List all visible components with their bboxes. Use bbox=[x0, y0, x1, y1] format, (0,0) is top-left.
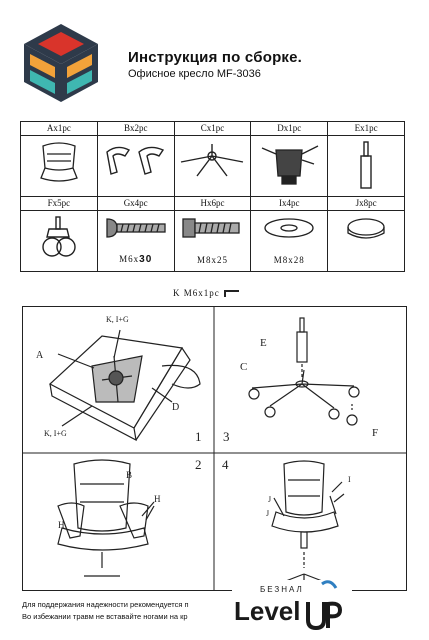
parts-picture-row: M6x30 M8x25 M8x28 bbox=[20, 210, 405, 272]
tool-note: K M6x1pc bbox=[173, 288, 241, 299]
part-cell bbox=[173, 135, 252, 197]
part-cell bbox=[327, 210, 405, 272]
step-number: 3 bbox=[223, 429, 230, 444]
label-ki: K, I+G bbox=[106, 315, 129, 324]
part-cell bbox=[20, 135, 98, 197]
label-e: E bbox=[260, 337, 267, 349]
part-label: Cx1pc bbox=[173, 121, 252, 136]
part-label: Ax1pc bbox=[20, 121, 98, 136]
parts-table: Ax1pc Bx2pc Cx1pc Dx1pc Ex1pc bbox=[20, 121, 405, 272]
part-cell bbox=[327, 135, 405, 197]
mechanism-icon bbox=[262, 145, 319, 185]
part-label: Bx2pc bbox=[96, 121, 175, 136]
seat-back-icon bbox=[40, 142, 78, 182]
label-f: F bbox=[372, 427, 378, 439]
company-logo-icon bbox=[24, 24, 98, 102]
part-cell bbox=[20, 210, 98, 272]
label-c: C bbox=[240, 361, 247, 373]
caster-icon bbox=[42, 216, 76, 257]
part-label: Ix4pc bbox=[250, 196, 329, 211]
step3-illustration bbox=[248, 317, 360, 426]
footer-note: Во избежании травм не вставайте ногами н… bbox=[22, 612, 188, 621]
page-title: Инструкция по сборке. bbox=[128, 49, 303, 66]
part-cell: M8x25 bbox=[173, 210, 252, 272]
step-number: 1 bbox=[195, 429, 202, 444]
svg-text:Level: Level bbox=[234, 596, 301, 626]
parts-header-row: Fx5pc Gx4pc Hx6pc Ix4pc Jx8pc bbox=[20, 196, 405, 211]
part-label: Gx4pc bbox=[96, 196, 175, 211]
parts-picture-row bbox=[20, 135, 405, 197]
brand-logo: БЕЗНАЛ Level bbox=[232, 580, 352, 632]
label-h: H bbox=[58, 520, 65, 530]
label-i: I bbox=[348, 475, 351, 484]
label-a: A bbox=[36, 350, 44, 361]
gas-lift-icon bbox=[360, 141, 372, 189]
step-number: 4 bbox=[222, 457, 229, 472]
armrest-icon bbox=[105, 146, 164, 175]
part-label: Ex1pc bbox=[327, 121, 405, 136]
part-label: Jx8pc bbox=[327, 196, 405, 211]
step4-illustration bbox=[271, 460, 345, 586]
label-j: J bbox=[268, 495, 271, 504]
washer-icon bbox=[264, 218, 314, 238]
label-d: D bbox=[172, 402, 179, 413]
parts-header-row: Ax1pc Bx2pc Cx1pc Dx1pc Ex1pc bbox=[20, 121, 405, 136]
part-cell: M8x28 bbox=[250, 210, 329, 272]
assembly-steps: A D K, I+G K, I+G 1 E C F 3 2 B H H 4 bbox=[22, 306, 407, 591]
bolt-icon bbox=[106, 218, 166, 238]
part-label: Fx5pc bbox=[20, 196, 98, 211]
cap-icon bbox=[347, 218, 385, 239]
part-cell bbox=[96, 135, 175, 197]
part-size: M8x28 bbox=[273, 255, 305, 265]
step-number: 2 bbox=[195, 457, 202, 472]
part-cell bbox=[250, 135, 329, 197]
part-size: M8x25 bbox=[196, 255, 228, 265]
part-label: Hx6pc bbox=[173, 196, 252, 211]
star-base-icon bbox=[181, 144, 244, 177]
part-label: Dx1pc bbox=[250, 121, 329, 136]
label-h: H bbox=[154, 494, 161, 504]
step2-illustration bbox=[57, 459, 155, 577]
step1-illustration bbox=[48, 329, 201, 442]
label-j: J bbox=[266, 509, 269, 518]
footer-note: Для поддержания надежности рекомендуется… bbox=[22, 600, 189, 609]
part-size: M6x30 bbox=[119, 254, 153, 265]
label-b: B bbox=[126, 470, 132, 480]
bolt-icon bbox=[182, 218, 241, 238]
hex-key-icon bbox=[224, 289, 239, 297]
svg-text:БЕЗНАЛ: БЕЗНАЛ bbox=[260, 585, 304, 594]
part-cell: M6x30 bbox=[96, 210, 175, 272]
label-ki: K, I+G bbox=[44, 429, 67, 438]
page-subtitle: Офисное кресло MF-3036 bbox=[128, 68, 261, 80]
